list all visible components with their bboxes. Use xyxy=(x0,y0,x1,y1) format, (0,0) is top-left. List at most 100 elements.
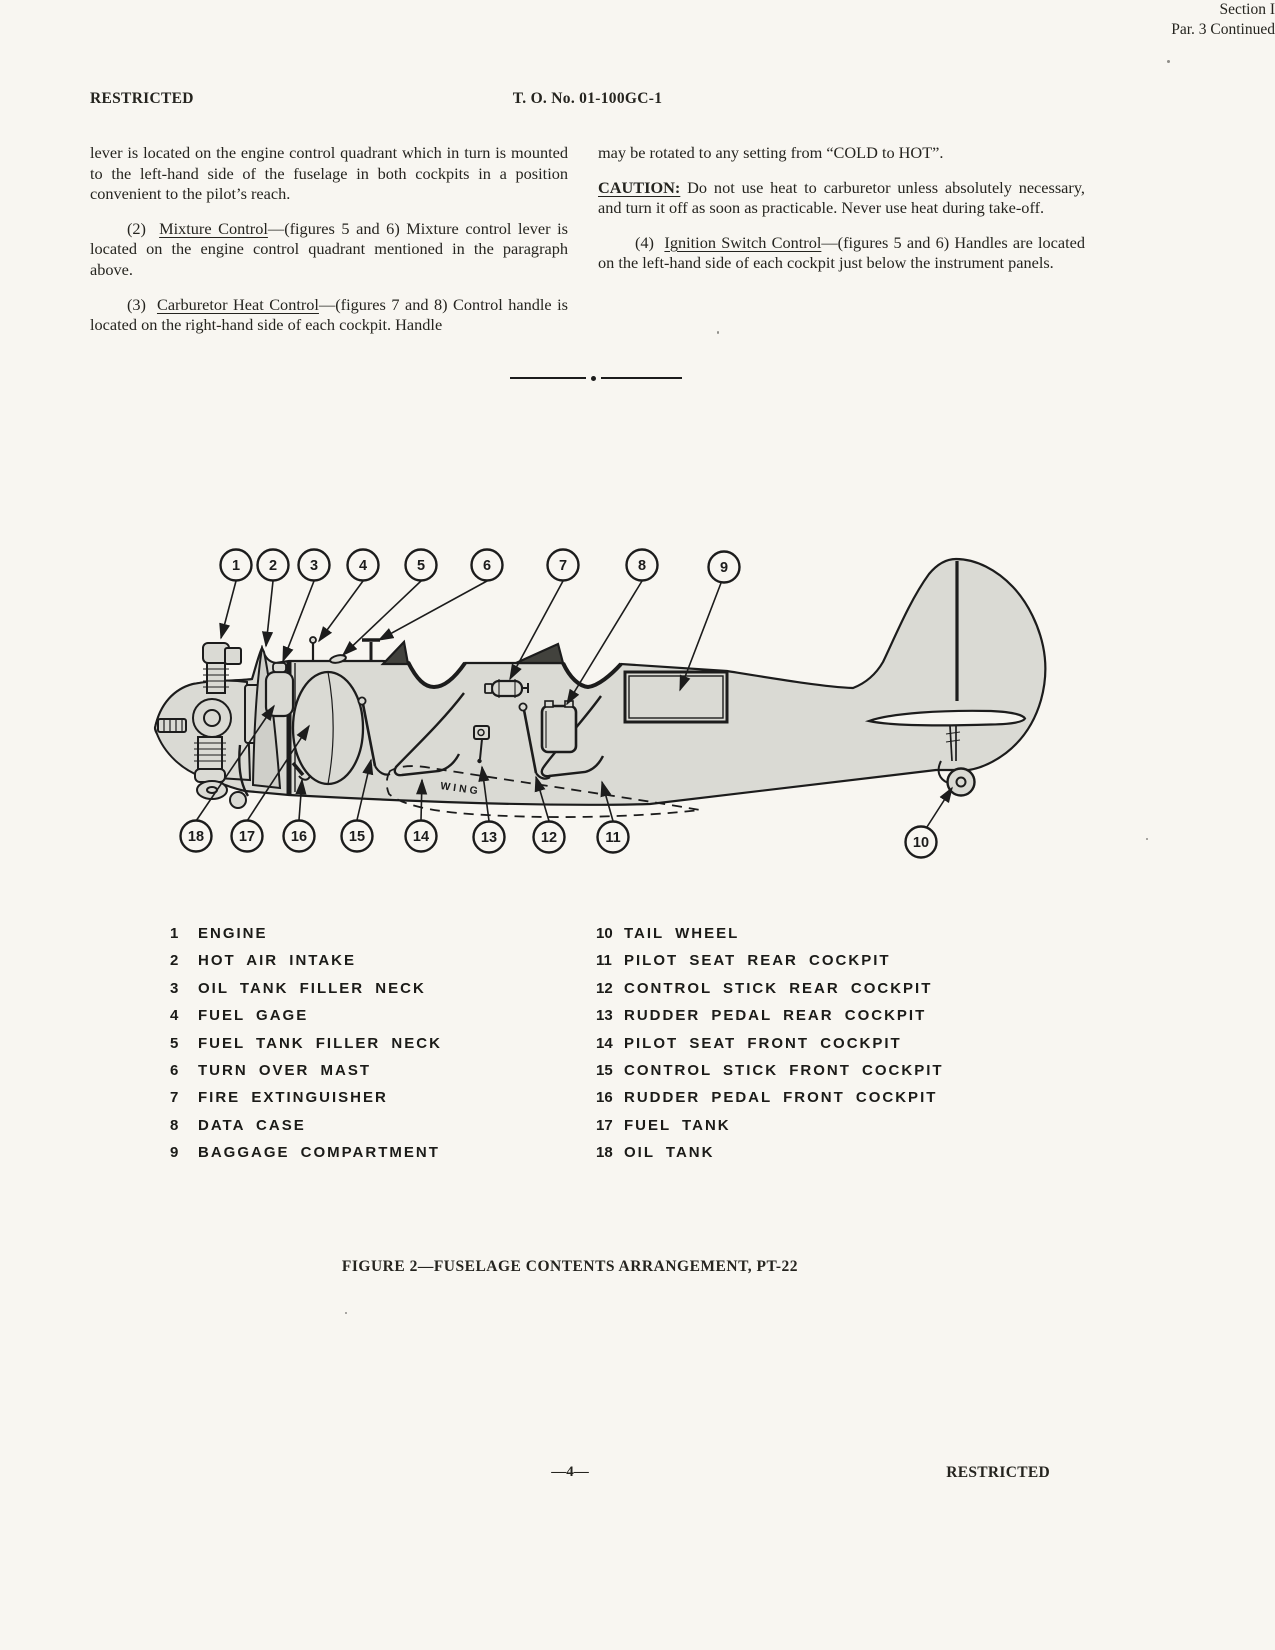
legend-label: RUDDER PEDAL REAR COCKPIT xyxy=(624,1007,927,1025)
windshield-front xyxy=(380,639,410,666)
legend-number: 4 xyxy=(170,1007,179,1025)
paragraph-cold-hot: may be rotated to any setting from “COLD… xyxy=(598,143,944,162)
scan-speck xyxy=(1146,838,1148,840)
fire-extinguisher xyxy=(484,679,529,698)
legend-label: RUDDER PEDAL FRONT COCKPIT xyxy=(624,1089,938,1107)
cylinder-rocker-bottom xyxy=(194,768,226,783)
legend-number: 7 xyxy=(170,1089,179,1107)
callout-number: 2 xyxy=(269,558,277,574)
header-to-number: T. O. No. 01-100GC-1 xyxy=(512,90,663,107)
legend-number: 11 xyxy=(596,952,612,970)
legend-label: PILOT SEAT FRONT COCKPIT xyxy=(624,1034,902,1052)
caution-block: CAUTION: Do not use heat to carburetor u… xyxy=(598,178,1085,219)
legend-label: ENGINE xyxy=(198,925,268,942)
cockpit-rim-front xyxy=(406,661,467,690)
magneto xyxy=(229,791,247,809)
callout-number: 18 xyxy=(188,829,204,845)
legend-row-11: 11 PILOT SEAT REAR COCKPIT xyxy=(596,947,944,974)
header-section-line: Section I xyxy=(1219,1,1275,18)
scan-speck xyxy=(345,1312,347,1314)
right-column: may be rotated to any setting from “COLD… xyxy=(598,143,1085,288)
legend-number: 15 xyxy=(596,1061,613,1079)
cylinder-upper xyxy=(206,662,226,694)
callout-15: 15 xyxy=(340,819,374,853)
callout-16: 16 xyxy=(282,819,316,853)
header-paragraph-line: Par. 3 Continued xyxy=(1171,21,1275,38)
legend-number: 18 xyxy=(596,1144,613,1162)
paragraph-continuation: lever is located on the engine control q… xyxy=(90,143,568,204)
legend-label: CONTROL STICK REAR COCKPIT xyxy=(624,979,933,997)
legend-number: 2 xyxy=(170,952,179,970)
callout-number: 12 xyxy=(541,830,557,846)
scan-speck xyxy=(717,331,719,334)
divider-segment xyxy=(600,376,682,380)
callout-12: 12 xyxy=(532,820,566,854)
callout-5: 5 xyxy=(404,548,438,582)
legend-label: PILOT SEAT REAR COCKPIT xyxy=(624,952,891,970)
legend-number: 14 xyxy=(596,1034,613,1052)
legend-label: FUEL TANK xyxy=(624,1116,731,1134)
fuel-filler-neck xyxy=(329,654,347,664)
callout-9: 9 xyxy=(707,550,741,584)
callout-number: 3 xyxy=(310,558,318,574)
callout-17: 17 xyxy=(230,819,264,853)
tail-wheel xyxy=(937,725,976,797)
fuel-tank xyxy=(291,670,365,786)
paragraph-ignition-switch: (4) Ignition Switch Control—(figures 5 a… xyxy=(598,233,1085,274)
paragraph-title: Ignition Switch Control xyxy=(664,232,822,252)
legend-number: 3 xyxy=(170,979,179,997)
callout-number: 14 xyxy=(413,829,429,845)
legend-row-13: 13 RUDDER PEDAL REAR COCKPIT xyxy=(596,1002,944,1029)
paragraph-number: (2) xyxy=(127,218,146,238)
callout-13: 13 xyxy=(472,820,506,854)
engine xyxy=(153,642,262,809)
legend-number: 13 xyxy=(596,1007,613,1025)
paragraph-number: (3) xyxy=(127,294,146,314)
legend-label: DATA CASE xyxy=(198,1116,306,1134)
exhaust-pipe xyxy=(238,744,250,797)
callout-number: 1 xyxy=(232,558,240,574)
divider-segment xyxy=(510,376,586,380)
callout-11: 11 xyxy=(596,820,630,854)
baggage-compartment xyxy=(623,670,729,724)
callout-number: 17 xyxy=(239,829,255,845)
carburetor-box xyxy=(224,647,242,665)
header-restricted-left: RESTRICTED xyxy=(90,90,194,107)
horizontal-stabilizer xyxy=(864,709,1027,727)
callout-3: 3 xyxy=(297,548,331,582)
leader-lines xyxy=(195,580,953,831)
turn-over-mast xyxy=(362,638,380,661)
callout-number: 8 xyxy=(638,558,646,574)
data-case xyxy=(540,700,578,754)
paragraph-number: (4) xyxy=(635,232,654,252)
callout-number: 9 xyxy=(720,560,728,576)
callout-number: 4 xyxy=(359,558,367,574)
paragraph-mixture-control: (2) Mixture Control—(figures 5 and 6) Mi… xyxy=(90,219,568,281)
callout-number: 6 xyxy=(483,558,491,574)
wing-outline xyxy=(385,765,701,818)
callout-number: 11 xyxy=(605,830,620,846)
callout-1: 1 xyxy=(219,548,253,582)
footer-restricted: RESTRICTED xyxy=(946,1464,1050,1481)
callout-4: 4 xyxy=(346,548,380,582)
fuselage-outline xyxy=(153,557,1047,806)
cylinder-lower xyxy=(197,736,223,770)
oil-filler-cap xyxy=(272,662,287,673)
legend-label: BAGGAGE COMPARTMENT xyxy=(198,1144,440,1162)
page-number: —4— xyxy=(551,1464,589,1480)
legend-label: TAIL WHEEL xyxy=(624,925,740,942)
pilot-seat-front xyxy=(393,692,465,777)
